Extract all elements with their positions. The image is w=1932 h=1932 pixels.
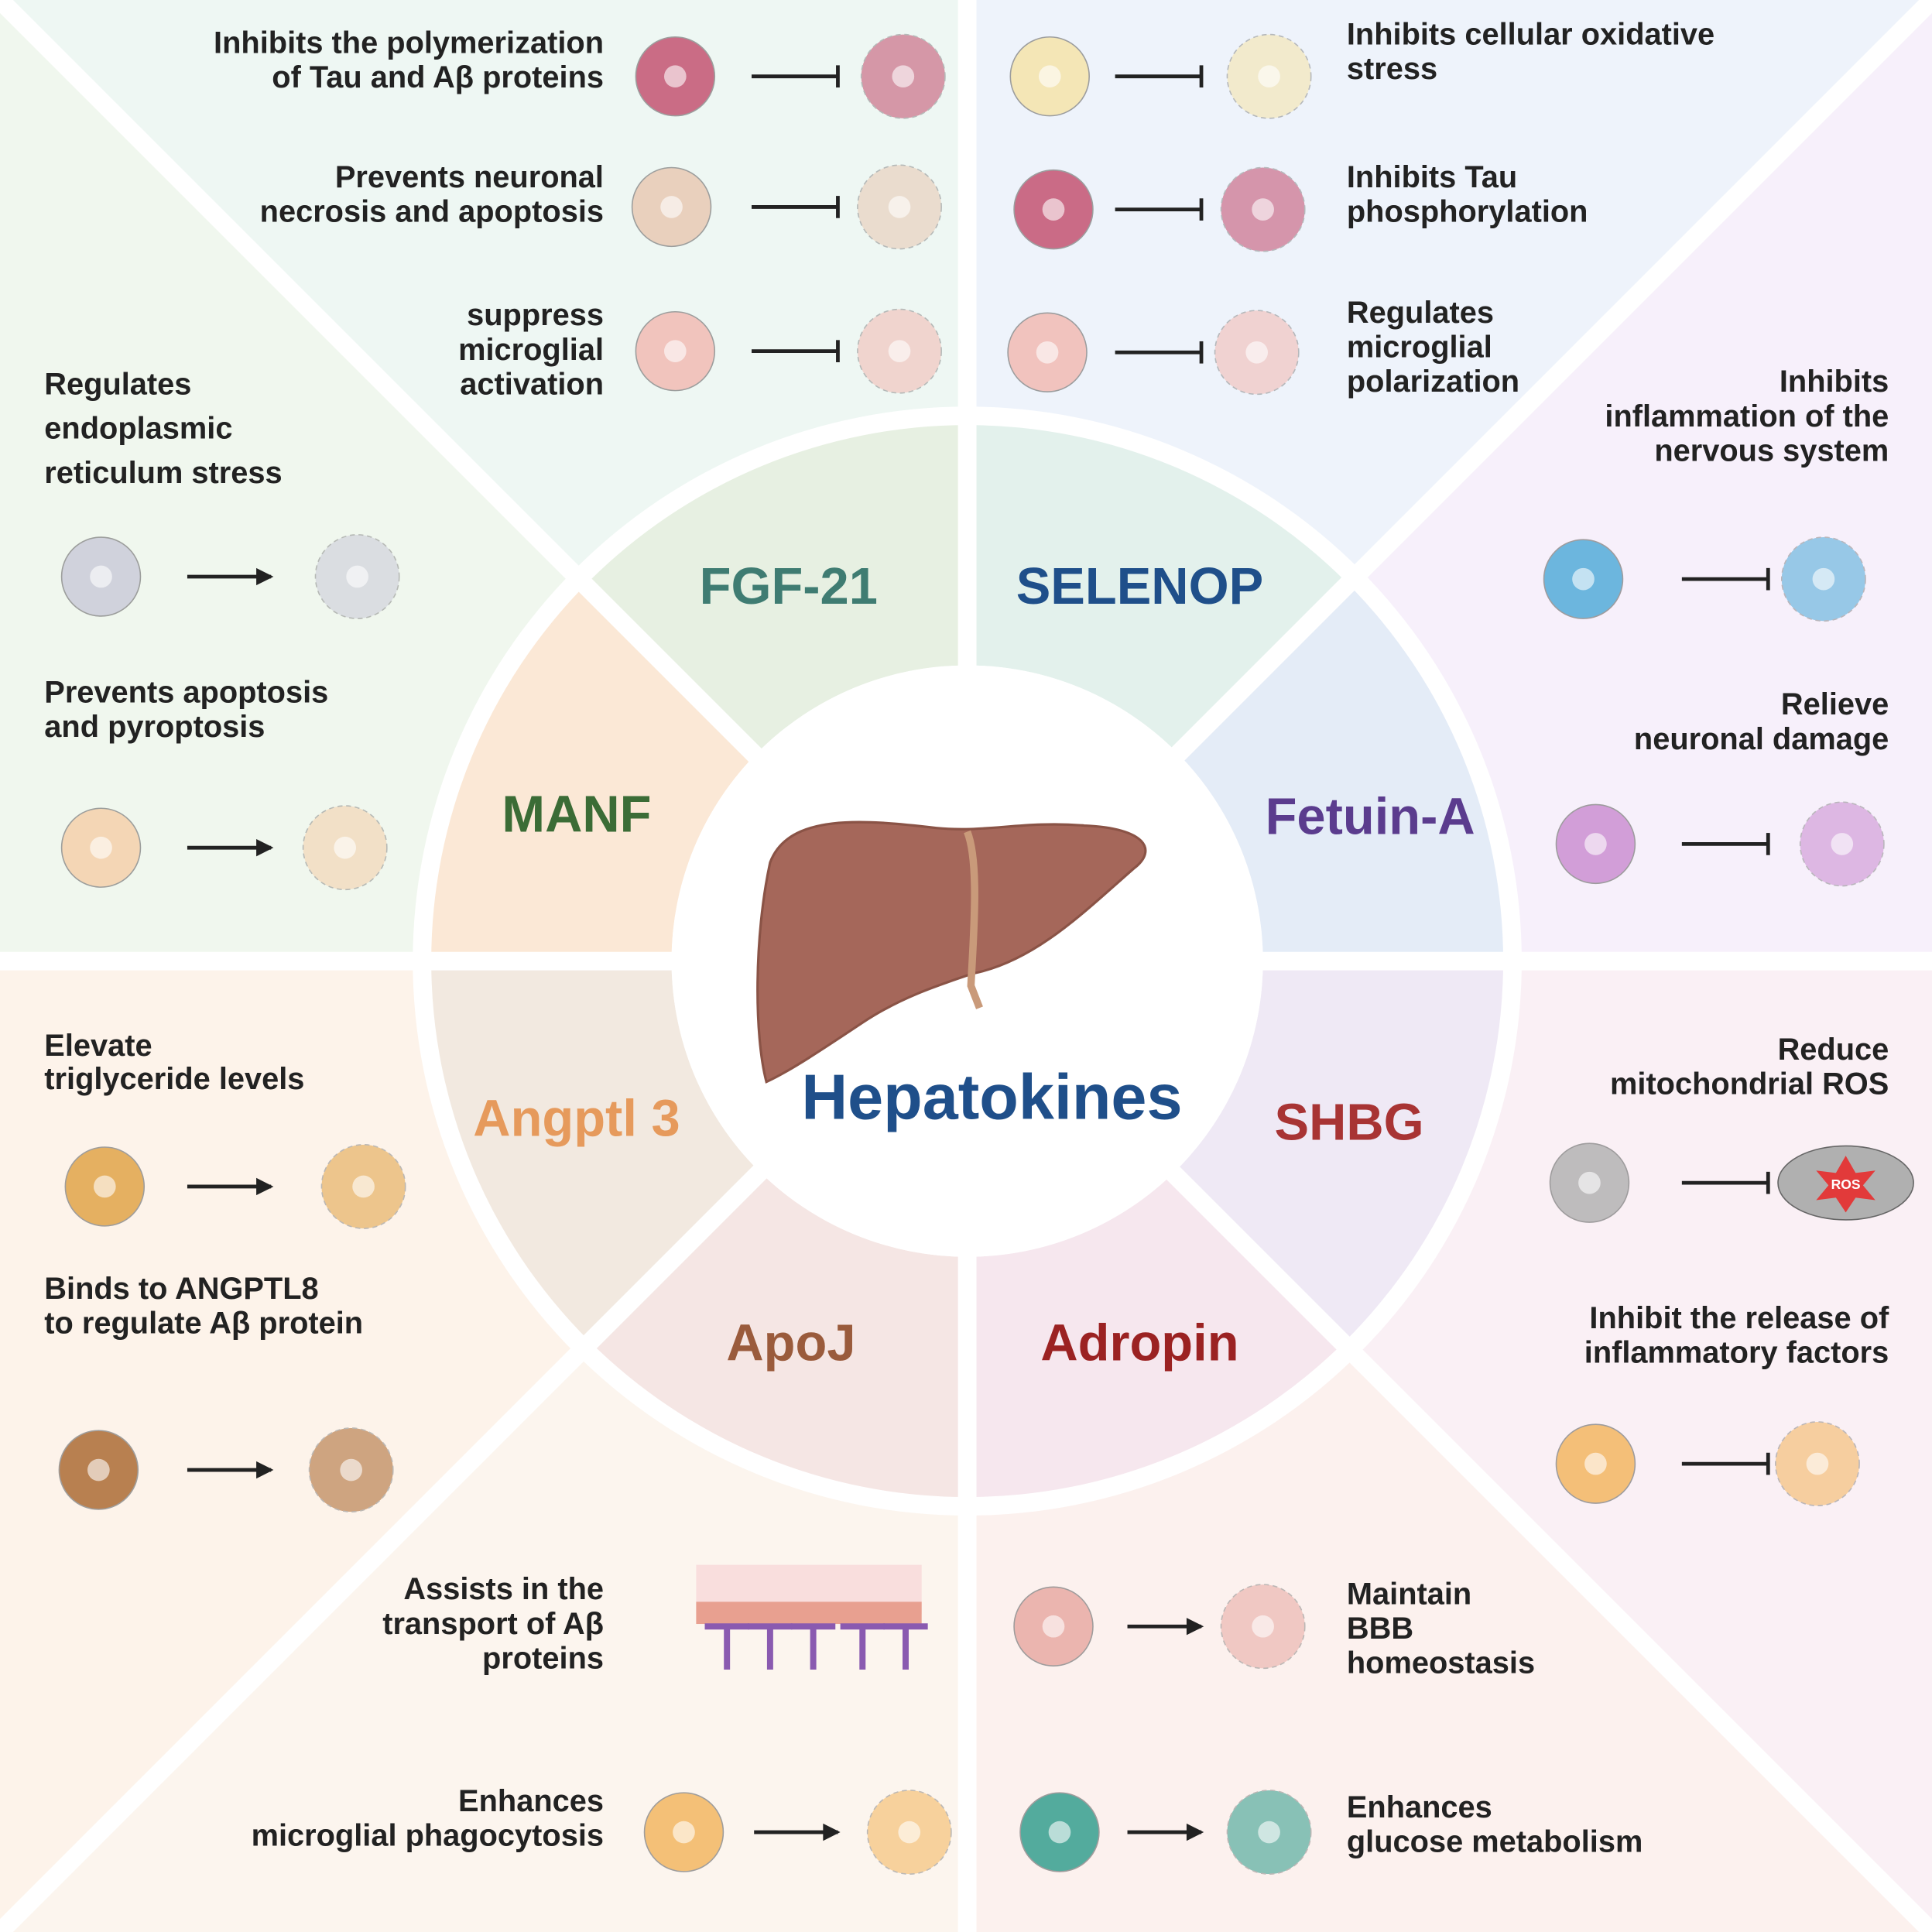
annotation-line: Relieve [1781,687,1889,721]
annotation-line: Prevents apoptosis [44,675,328,709]
annotation-line: Regulates [44,367,191,401]
annotation-line: phosphorylation [1347,195,1588,229]
center-title: Hepatokines [801,1060,1182,1132]
annotation-line: and pyroptosis [44,710,265,744]
ring-label-shbg: SHBG [1274,1093,1423,1151]
ros-label: ROS [1831,1177,1861,1192]
annotation-line: Elevate [44,1029,152,1063]
annotation-line: Regulates [1347,296,1494,330]
annotation-line: triglyceride levels [44,1062,304,1096]
annotation-text: Regulates endoplasmic reticulum stress [44,367,282,490]
annotation-line: Inhibit the release of [1589,1301,1889,1335]
annotation-line: inflammation of the [1605,399,1889,433]
annotation-line: microglial [1347,331,1492,365]
arrow-head-icon [256,1461,274,1479]
annotation-line: Prevents neuronal [335,160,604,194]
arrow-head-icon [1186,1618,1204,1636]
annotation-line: to regulate Aβ protein [44,1306,363,1340]
annotation-line: Maintain [1347,1577,1471,1612]
annotation-line: inflammatory factors [1584,1336,1889,1370]
annotation-line: nervous system [1654,433,1889,468]
annotation-line: Enhances [458,1784,604,1818]
annotation-line: microglial phagocytosis [252,1819,604,1853]
annotation-line: neuronal damage [1634,722,1889,756]
arrow-head-icon [256,1177,274,1196]
ring-label-fetuin-a: Fetuin-A [1266,788,1475,846]
annotation-line: reticulum stress [44,456,282,490]
annotation-line: endoplasmic [44,412,232,446]
liver-icon [756,820,1147,1084]
annotation-line: suppress [467,298,604,332]
annotation-line: transport of Aβ [382,1607,604,1641]
ring-label-selenop: SELENOP [1016,557,1263,615]
annotation-manf: Regulates endoplasmic reticulum stress [44,367,400,619]
arrow-head-icon [256,839,274,857]
annotation-line: microglial [458,333,604,367]
annotation-line: necrosis and apoptosis [260,195,604,229]
annotation-line: proteins [482,1641,604,1675]
annotation-line: mitochondrial ROS [1610,1067,1889,1101]
annotation-line: Inhibits [1780,365,1889,399]
annotation-line: polarization [1347,365,1519,399]
annotation-line: activation [460,367,604,401]
ring-label-manf: MANF [502,785,651,843]
ring-label-angptl3: Angptl 3 [473,1090,680,1148]
annotation-line: Inhibits cellular oxidative [1347,17,1714,51]
annotation-line: Inhibits the polymerization [214,26,604,60]
arrow-head-icon [823,1823,841,1841]
annotation-line: of Tau and Aβ proteins [272,60,604,94]
ring-label-fgf21: FGF-21 [700,557,878,615]
annotation-line: stress [1347,52,1437,86]
annotation-line: Enhances [1347,1790,1492,1824]
annotation-line: Binds to ANGPTL8 [44,1272,318,1306]
ring-label-adropin: Adropin [1040,1314,1238,1372]
ring-label-apoj: ApoJ [726,1314,855,1372]
annotation-line: Reduce [1778,1033,1889,1067]
ring-labels: FGF-21 SELENOP Fetuin-A SHBG Adropin ApoJ Angp… [473,557,1475,1372]
annotation-line: Inhibits Tau [1347,160,1517,194]
annotation-line: glucose metabolism [1347,1825,1643,1859]
annotation-line: Assists in the [403,1572,604,1606]
annotation-line: BBB [1347,1612,1413,1646]
arrow-head-icon [256,567,274,586]
arrow-head-icon [1186,1823,1204,1841]
annotation-line: homeostasis [1347,1646,1535,1680]
